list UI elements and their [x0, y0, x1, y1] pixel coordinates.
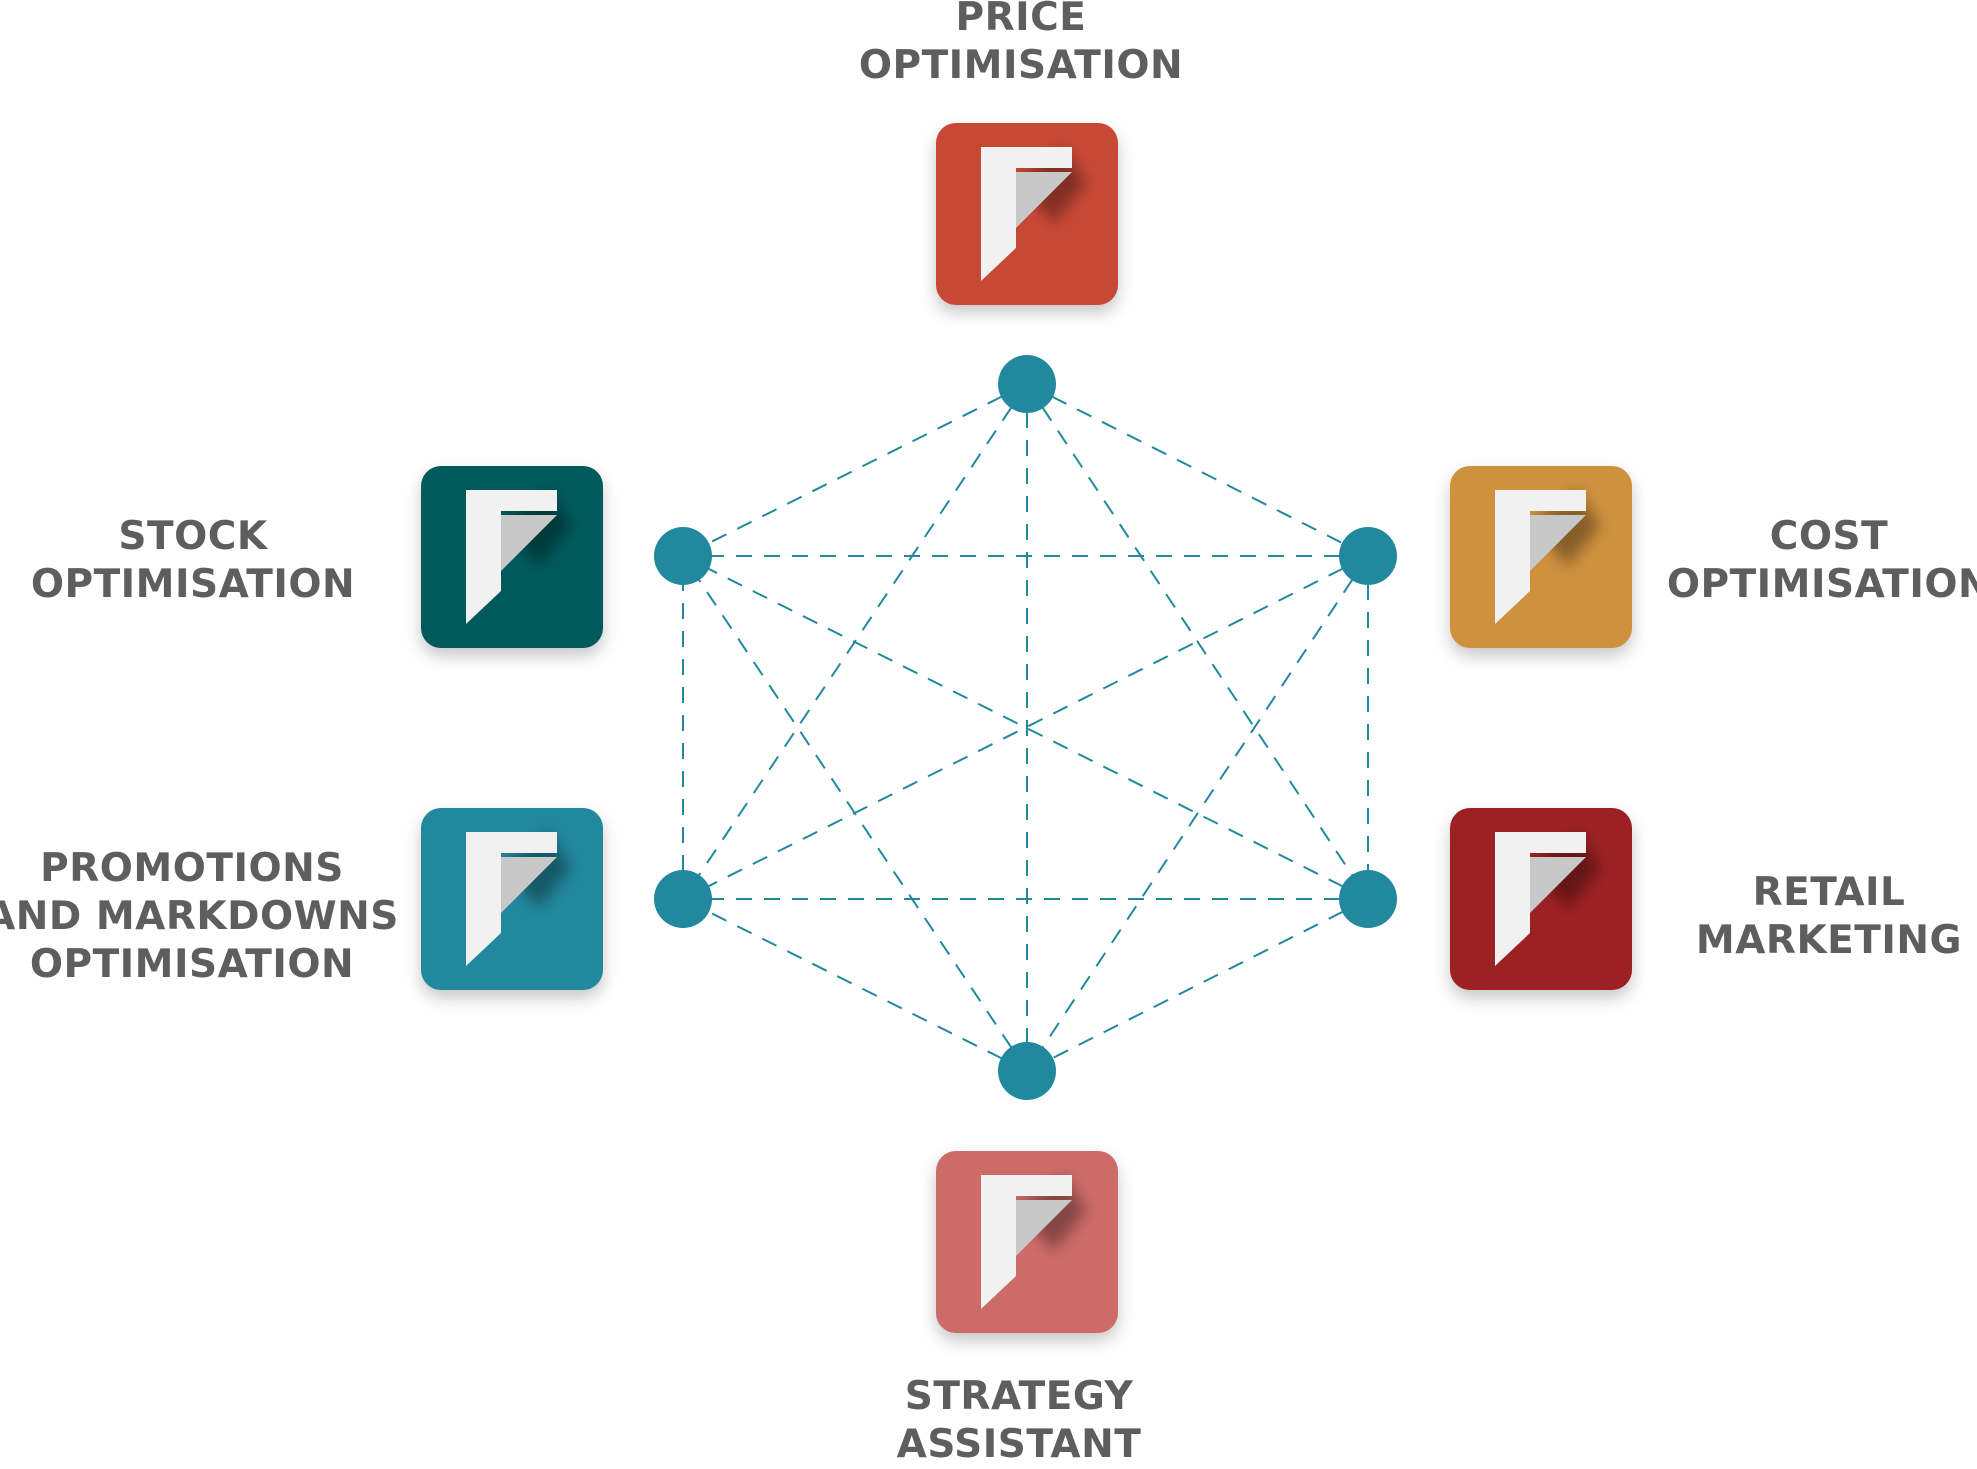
network-node: [654, 870, 712, 928]
connection-line: [1026, 383, 1369, 900]
connection-line: [682, 555, 1369, 900]
connection-line: [682, 898, 1028, 1072]
logo-f-icon: [1495, 490, 1600, 624]
promotions-markdowns-tile[interactable]: [421, 808, 603, 990]
logo-f-icon: [981, 147, 1086, 281]
retail-marketing-tile[interactable]: [1450, 808, 1632, 990]
strategy-assistant-tile[interactable]: [936, 1151, 1118, 1333]
connection-line: [682, 383, 1028, 557]
connection-line: [1026, 555, 1369, 1072]
connection-line: [682, 555, 1028, 1072]
logo-f-icon: [1495, 832, 1600, 966]
logo-f-icon: [466, 832, 571, 966]
network-node: [1339, 870, 1397, 928]
network-node: [654, 527, 712, 585]
connection-line: [1026, 383, 1369, 557]
network-node: [1339, 527, 1397, 585]
network-node: [998, 1042, 1056, 1100]
logo-f-icon: [981, 1175, 1086, 1309]
logo-f-icon: [466, 490, 571, 624]
network-node: [998, 355, 1056, 413]
cost-optimisation-tile[interactable]: [1450, 466, 1632, 648]
price-optimisation-tile[interactable]: [936, 123, 1118, 305]
connection-line: [1026, 898, 1369, 1072]
connection-line: [682, 555, 1369, 900]
stock-optimisation-tile[interactable]: [421, 466, 603, 648]
